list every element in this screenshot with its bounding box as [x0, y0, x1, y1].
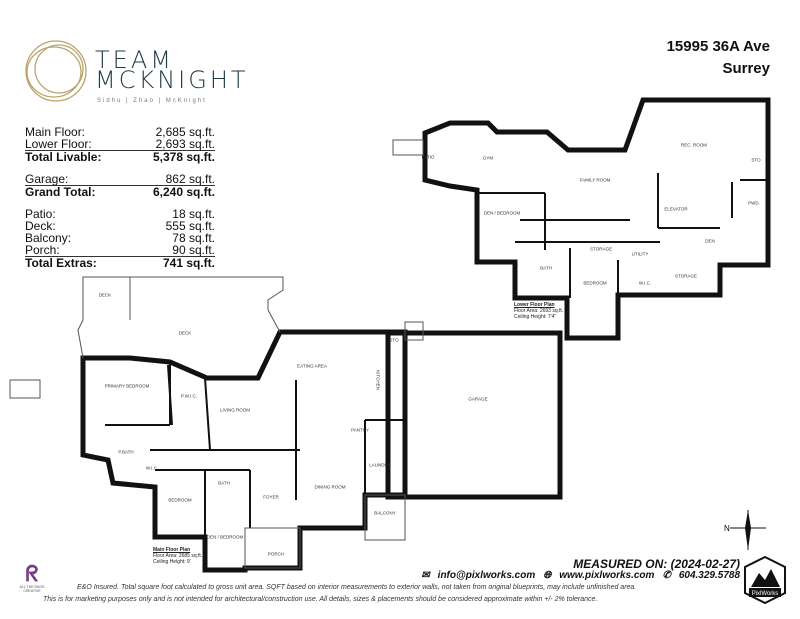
- label: Total Extras:: [25, 256, 97, 270]
- room-label: Balcony: [374, 510, 396, 516]
- all-the-rage-logo: ᖇ ALL THE RAGE CREATIVE: [17, 561, 47, 594]
- room-label: Dining Room: [314, 484, 346, 490]
- address-line2: Surrey: [722, 60, 770, 77]
- contact-info: ✉info@pixlworks.com 🌐︎www.pixlworks.com …: [421, 570, 740, 581]
- room-label: Storage: [675, 273, 697, 279]
- room-label: Laundry: [369, 462, 391, 468]
- pixlworks-logo: PixlWorks: [744, 555, 786, 605]
- label: Garage:: [25, 172, 69, 186]
- area-summary: Main Floor: 2,685 sq.ft. Lower Floor: 2,69…: [25, 126, 215, 269]
- value: 6,240 sq.ft.: [152, 185, 215, 199]
- note-area: Floor Area: 2685 sq.ft.: [153, 553, 203, 559]
- garage-outline: [385, 330, 563, 500]
- value: 2,693 sq.ft.: [155, 137, 215, 151]
- note-title: Lower Floor Plan: [514, 302, 555, 308]
- room-label: Storage: [590, 246, 612, 252]
- room-label: Bath: [540, 265, 552, 271]
- north-compass-icon: N: [724, 510, 766, 550]
- room-label: Elevator: [664, 206, 688, 212]
- svg-text:N: N: [724, 524, 730, 533]
- team-logo-rings-icon: [25, 40, 87, 102]
- room-label: Den / Bedroom: [483, 210, 521, 216]
- value: 862 sq.ft.: [165, 172, 215, 186]
- room-label: Utility: [631, 251, 649, 257]
- address-line1: 15995 36A Ave: [666, 38, 770, 55]
- value: 5,378 sq.ft.: [152, 150, 215, 164]
- value: 18 sq.ft.: [172, 207, 215, 221]
- room-label: Primary Bedroom: [104, 383, 150, 389]
- note-ceiling: Ceiling Height: 7'4": [514, 314, 557, 320]
- disclaimer-line1: E&O Insured. Total square foot calculate…: [77, 584, 637, 591]
- label: Balcony:: [25, 231, 72, 245]
- value: 741 sq.ft.: [162, 256, 215, 270]
- value: 90 sq.ft.: [172, 243, 215, 257]
- room-label: Family Room: [579, 177, 611, 183]
- room-label: Den / Bedroom: [206, 534, 244, 540]
- room-label: Kitchen: [375, 370, 381, 390]
- value: 555 sq.ft.: [165, 219, 215, 233]
- room-label: Bath: [218, 480, 230, 486]
- phone-icon: ✆: [662, 570, 671, 581]
- room-label: Porch: [267, 551, 285, 557]
- label: Grand Total:: [25, 185, 96, 199]
- note-title: Main Floor Plan: [153, 547, 191, 553]
- brand-line2: MCKNIGHT: [95, 66, 249, 94]
- value: 78 sq.ft.: [172, 231, 215, 245]
- measured-date: MEASURED ON: (2024-02-27): [573, 557, 740, 571]
- note-area: Floor Area: 2693 sq.ft.: [514, 308, 564, 314]
- logo-text: PixlWorks: [752, 591, 779, 597]
- lower-floor-note: Lower Floor Plan Floor Area: 2693 sq.ft.…: [514, 302, 563, 320]
- room-label: Sto: [751, 157, 761, 163]
- room-label: Patio: [421, 154, 435, 160]
- value: 2,685 sq.ft.: [155, 125, 215, 139]
- room-label: Garage: [468, 396, 488, 402]
- web-link[interactable]: www.pixlworks.com: [559, 570, 655, 581]
- room-label: Bedroom: [168, 497, 192, 503]
- room-label: P.W.I.C.: [181, 393, 197, 399]
- room-label: Pwd.: [748, 200, 760, 206]
- room-label: Pantry: [351, 427, 369, 433]
- logo-text: ALL THE RAGE CREATIVE: [19, 585, 45, 593]
- brand-tagline: Sidhu | Zhao | McKnight: [97, 98, 207, 104]
- room-label: W.I.C.: [145, 465, 159, 471]
- brand-line1: TEAM: [95, 46, 174, 74]
- label: Porch:: [25, 243, 60, 257]
- label: Patio:: [25, 207, 56, 221]
- room-label: Gym: [482, 155, 494, 161]
- room-label: P.Bath: [118, 449, 134, 455]
- label: Main Floor:: [25, 125, 86, 139]
- note-ceiling: Ceiling Height: 9': [153, 559, 191, 565]
- email-link[interactable]: info@pixlworks.com: [437, 570, 536, 581]
- room-label: W.I.C.: [638, 280, 652, 286]
- lower-floor-outline: [422, 97, 771, 341]
- deck-outline: [77, 276, 284, 359]
- globe-icon: 🌐︎: [543, 570, 552, 581]
- phone-number: 604.329.5788: [678, 570, 740, 581]
- room-label: Rec. Room: [680, 142, 708, 148]
- room-label: Bedroom: [583, 280, 607, 286]
- label: Total Livable:: [25, 150, 102, 164]
- room-label: Foyer: [263, 494, 279, 500]
- room-label: Sto: [389, 337, 399, 343]
- label: Deck:: [25, 219, 56, 233]
- main-floor-note: Main Floor Plan Floor Area: 2685 sq.ft. …: [153, 547, 202, 565]
- label: Lower Floor:: [25, 137, 92, 151]
- room-label: Den: [705, 238, 715, 244]
- room-label: Eating Area: [297, 363, 327, 369]
- room-label: Living Room: [219, 407, 251, 413]
- email-icon: ✉: [421, 570, 430, 581]
- disclaimer-line2: This is for marketing purposes only and …: [43, 596, 598, 603]
- room-label: Deck: [178, 330, 192, 336]
- logo-mark-icon: ᖇ: [25, 561, 39, 586]
- room-label: Deck: [98, 292, 112, 298]
